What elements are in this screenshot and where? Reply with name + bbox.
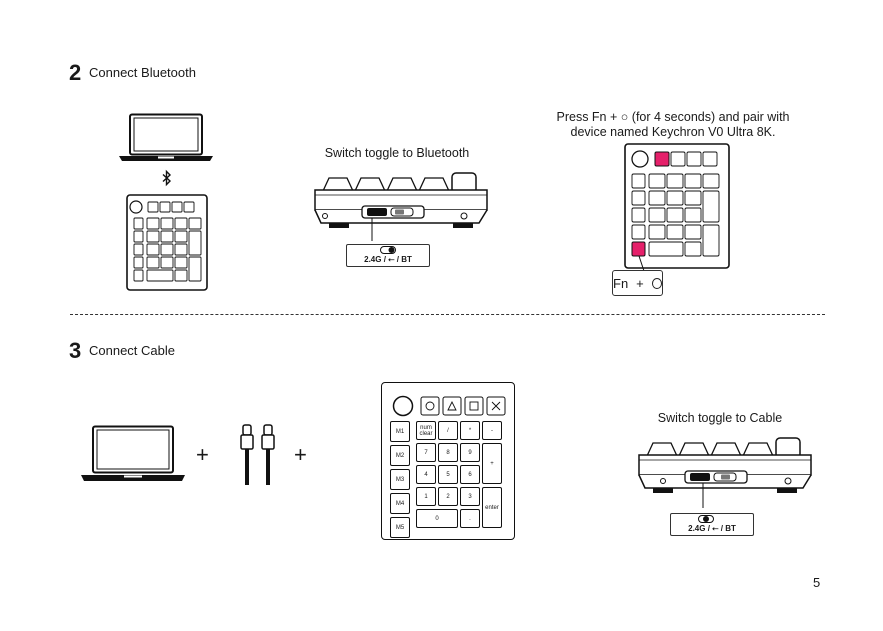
keypad-small: [126, 194, 208, 291]
key-4: 4: [416, 465, 436, 484]
toggle-switch-icon: [698, 515, 714, 523]
macro-key: M4: [390, 493, 410, 514]
keyboard-side-view-bluetooth: [311, 171, 491, 241]
key-7: 7: [416, 443, 436, 462]
step-2-number: 2: [69, 62, 81, 84]
key-0: 0: [416, 509, 458, 528]
plus-sign-1: +: [196, 442, 209, 468]
key-divide: /: [438, 421, 458, 440]
plus-label: +: [636, 276, 644, 291]
laptop-icon: [118, 113, 214, 163]
plus-sign-2: +: [294, 442, 307, 468]
key-2: 2: [438, 487, 458, 506]
macro-key-column: M1 M2 M3 M4 M5: [390, 421, 410, 538]
key-minus: -: [482, 421, 502, 440]
step-3-number: 3: [69, 340, 81, 362]
pair-caption-line-2: device named Keychron V0 Ultra 8K.: [548, 124, 798, 140]
toggle-cable-label: 2.4G / ⭠ / BT: [671, 524, 753, 534]
toggle-bt-label: 2.4G / ⭠ / BT: [347, 255, 429, 265]
key-decimal: .: [460, 509, 480, 528]
macro-key: M1: [390, 421, 410, 442]
key-9: 9: [460, 443, 480, 462]
switch-cable-caption: Switch toggle to Cable: [650, 410, 790, 426]
key-8: 8: [438, 443, 458, 462]
key-5: 5: [438, 465, 458, 484]
key-enter: enter: [482, 487, 502, 528]
step-3-title: Connect Cable: [89, 344, 175, 358]
key-6: 6: [460, 465, 480, 484]
key-multiply: *: [460, 421, 480, 440]
keypad-large: M1 M2 M3 M4 M5 num clear / * - 7 8 9 + 4…: [381, 382, 515, 540]
key-1: 1: [416, 487, 436, 506]
macro-key: M3: [390, 469, 410, 490]
pair-caption-line-1: Press Fn + ○ (for 4 seconds) and pair wi…: [548, 109, 798, 125]
bluetooth-icon: [162, 170, 172, 186]
key-3: 3: [460, 487, 480, 506]
section-divider: [70, 314, 825, 315]
usb-c-cable-icon: [238, 424, 278, 486]
toggle-bt-label-box: 2.4G / ⭠ / BT: [346, 244, 430, 267]
function-keys-row: [420, 396, 506, 416]
step-2-title: Connect Bluetooth: [89, 66, 196, 80]
keypad-highlighted: [624, 143, 730, 269]
knob-icon: [392, 395, 414, 417]
key-plus: +: [482, 443, 502, 484]
macro-key: M5: [390, 517, 410, 538]
macro-key: M2: [390, 445, 410, 466]
keyboard-side-view-cable: [635, 436, 815, 506]
laptop-icon: [80, 425, 186, 483]
key-num-clear: num clear: [416, 421, 436, 440]
toggle-switch-icon: [380, 246, 396, 254]
page-number: 5: [813, 575, 820, 590]
circle-key-icon: [652, 278, 662, 289]
switch-bluetooth-caption: Switch toggle to Bluetooth: [318, 145, 476, 161]
toggle-cable-label-box: 2.4G / ⭠ / BT: [670, 513, 754, 536]
fn-label: Fn: [613, 276, 628, 291]
fn-key-combo: Fn +: [612, 270, 663, 296]
